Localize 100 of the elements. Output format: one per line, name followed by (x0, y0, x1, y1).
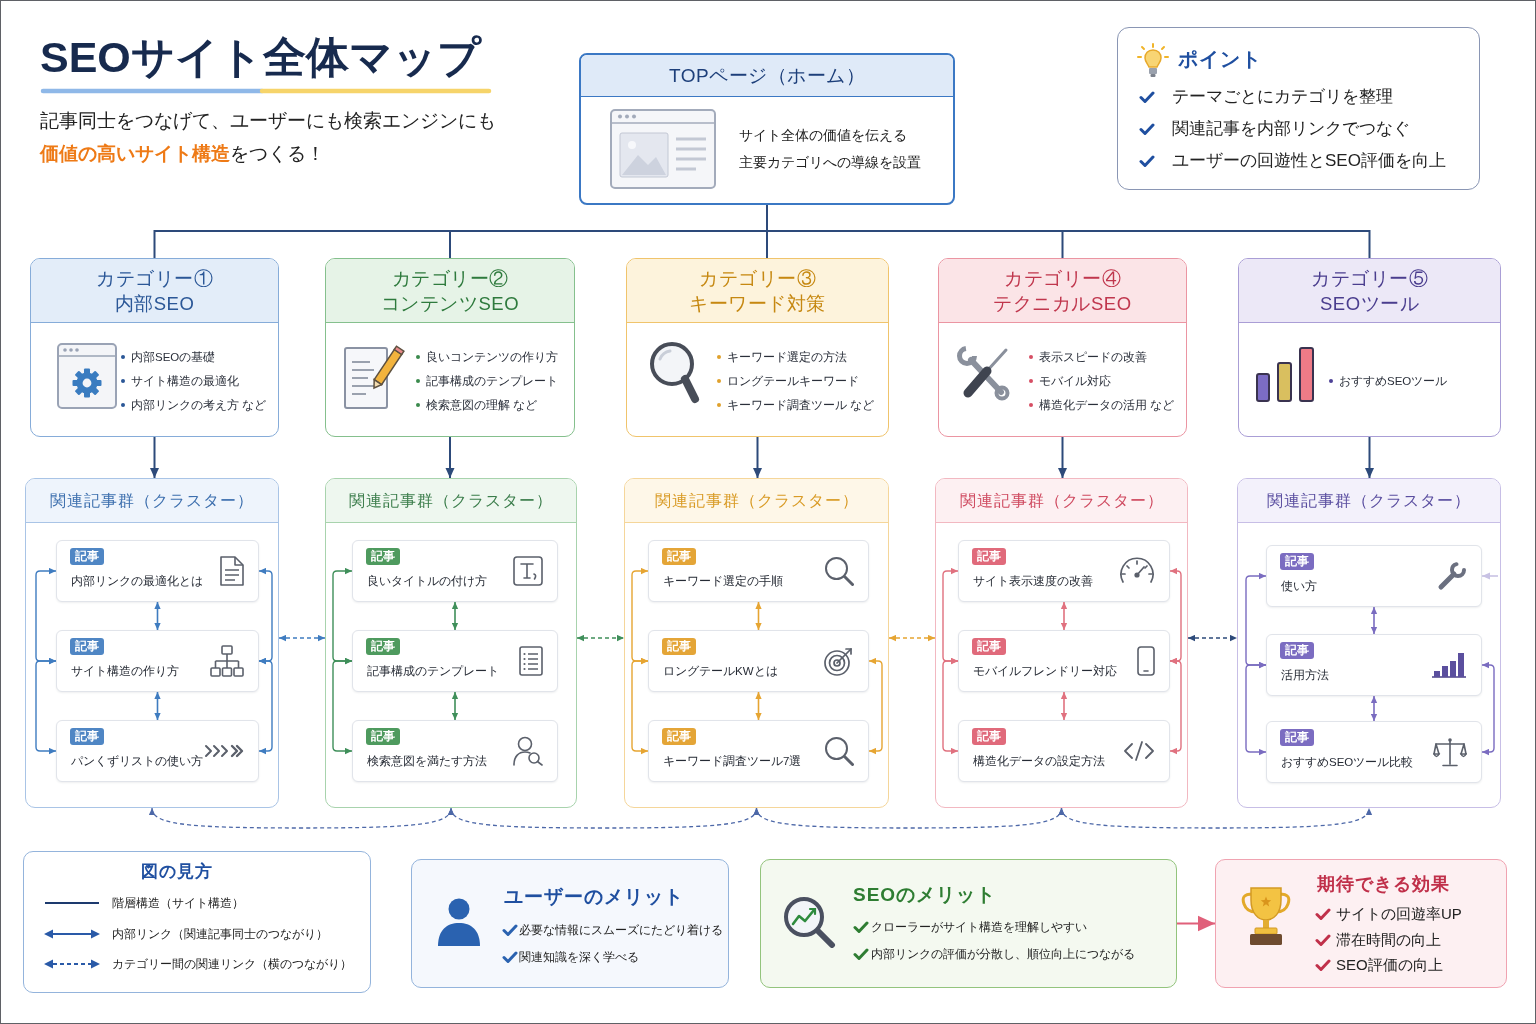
arrow (1058, 436, 1067, 479)
article-title: キーワード調査ツール7選 (663, 754, 802, 769)
bracket-arrow (631, 657, 649, 755)
dashed-arrow (576, 634, 625, 642)
double-arrow (451, 691, 459, 721)
article-title: モバイルフレンドリー対応 (973, 664, 1117, 679)
bullet-item: キーワード選定の方法 (727, 350, 847, 365)
card-heading: ポイント (1178, 47, 1262, 72)
arrow (150, 436, 159, 479)
benefit-text: クローラーがサイト構造を理解しやすい (871, 920, 1087, 935)
category-card (1238, 258, 1501, 437)
article-tag: 記事 (972, 548, 1006, 565)
article-tag: 記事 (1280, 642, 1314, 659)
card-heading: SEOのメリット (853, 883, 997, 907)
page-card (579, 53, 955, 205)
bracket-arrow (942, 657, 959, 755)
double-arrow (755, 691, 762, 721)
article-card (648, 630, 869, 692)
article-title: 記事構成のテンプレート (367, 664, 499, 679)
double-arrow (755, 601, 762, 631)
double-arrow (1370, 695, 1378, 722)
article-card (1266, 721, 1482, 783)
card-heading: カテゴリー③ キーワード対策 (627, 259, 888, 323)
bullet-item: 内部リンクの考え方 など (131, 398, 267, 414)
article-tag: 記事 (662, 638, 696, 655)
card-heading: 関連記事群（クラスター） (26, 479, 278, 523)
double-arrow (154, 691, 161, 721)
article-card (958, 630, 1170, 692)
article-card (958, 720, 1170, 782)
article-card (352, 630, 558, 692)
double-arrow (1060, 691, 1068, 721)
article-title: キーワード選定の手順 (663, 574, 783, 589)
article-title: サイト表示速度の改善 (973, 574, 1093, 589)
double-arrow (451, 601, 459, 631)
tip-text: テーマごとにカテゴリを整理 (1172, 86, 1393, 108)
article-tag: 記事 (366, 548, 400, 565)
bracket-arrow (1481, 661, 1495, 756)
benefit-text: 関連知識を深く学べる (519, 950, 639, 965)
card-text: サイト全体の価値を伝える (739, 126, 907, 145)
article-title: おすすめSEOツール比較 (1281, 755, 1414, 770)
cluster-panel (25, 478, 279, 808)
article-card (1266, 545, 1482, 607)
double-arrow (154, 601, 161, 631)
article-title: サイト構造の作り方 (71, 664, 179, 679)
cluster-panel (624, 478, 889, 808)
arrow (445, 436, 455, 479)
card-heading: カテゴリー⑤ SEOツール (1239, 259, 1500, 323)
bracket-arrow (35, 657, 57, 755)
category-card (938, 258, 1187, 437)
dashed-arrow (278, 634, 326, 642)
benefit-text: 必要な情報にスムーズにたどり着ける (519, 923, 723, 939)
curved-arrow (1059, 807, 1371, 829)
benefit-text: SEO評価の向上 (1336, 955, 1443, 975)
article-card (352, 720, 558, 782)
benefit-text: サイトの回遊率UP (1336, 904, 1462, 924)
article-tag: 記事 (70, 728, 104, 745)
bullet-item: 表示スピードの改善 (1039, 350, 1147, 365)
article-tag: 記事 (662, 548, 696, 565)
double-arrow (1060, 601, 1068, 631)
bullet-item: 内部SEOの基礎 (131, 350, 216, 365)
card-heading: 関連記事群（クラスター） (625, 479, 888, 523)
article-card (648, 720, 869, 782)
card-heading: TOPページ（ホーム） (581, 55, 953, 97)
dashed-arrow (888, 634, 936, 642)
article-card (958, 540, 1170, 602)
bracket-arrow (332, 657, 353, 755)
article-tag: 記事 (1280, 729, 1314, 746)
cluster-panel (325, 478, 577, 808)
legend-label: 内部リンク（関連記事同士のつながり） (112, 925, 328, 943)
article-tag: 記事 (662, 728, 696, 745)
card-heading: 期待できる効果 (1317, 873, 1450, 896)
bullet-item: 構造化データの活用 など (1039, 398, 1175, 414)
article-title: 構造化データの設定方法 (973, 754, 1105, 769)
cluster-panel (1237, 478, 1501, 808)
bullet-item: ロングテールキーワード (727, 374, 859, 389)
article-tag: 記事 (1280, 553, 1314, 570)
card-heading: 関連記事群（クラスター） (1238, 479, 1500, 523)
article-card (352, 540, 558, 602)
bracket-arrow (1169, 657, 1182, 755)
article-title: 良いタイトルの付け方 (367, 574, 487, 589)
bullet-item: サイト構造の最適化 (131, 374, 239, 389)
benefit-text: 滞在時間の向上 (1336, 929, 1441, 950)
card-heading: カテゴリー① 内部SEO (31, 259, 278, 323)
arrow (1176, 915, 1216, 932)
bracket-arrow (868, 657, 883, 755)
benefit-text: 内部リンクの評価が分散し、順位向上につながる (871, 947, 1135, 963)
bullet-item: 記事構成のテンプレート (426, 374, 558, 389)
arrow (1365, 436, 1374, 479)
legend-label: カテゴリー間の関連リンク（横のつながり） (112, 956, 352, 973)
article-title: 内部リンクの最適化とは (71, 574, 203, 589)
effect-card (1215, 859, 1507, 988)
page-title: SEOサイト全体マップ (40, 32, 481, 83)
benefit-card (760, 859, 1177, 988)
article-title: ロングテールKWとは (663, 664, 778, 679)
card-heading: 関連記事群（クラスター） (326, 479, 576, 523)
article-tag: 記事 (972, 638, 1006, 655)
article-tag: 記事 (70, 548, 104, 565)
tip-text: ユーザーの回遊性とSEO評価を向上 (1172, 150, 1446, 172)
bullet-item: 良いコンテンツの作り方 (426, 350, 558, 365)
article-tag: 記事 (972, 728, 1006, 745)
